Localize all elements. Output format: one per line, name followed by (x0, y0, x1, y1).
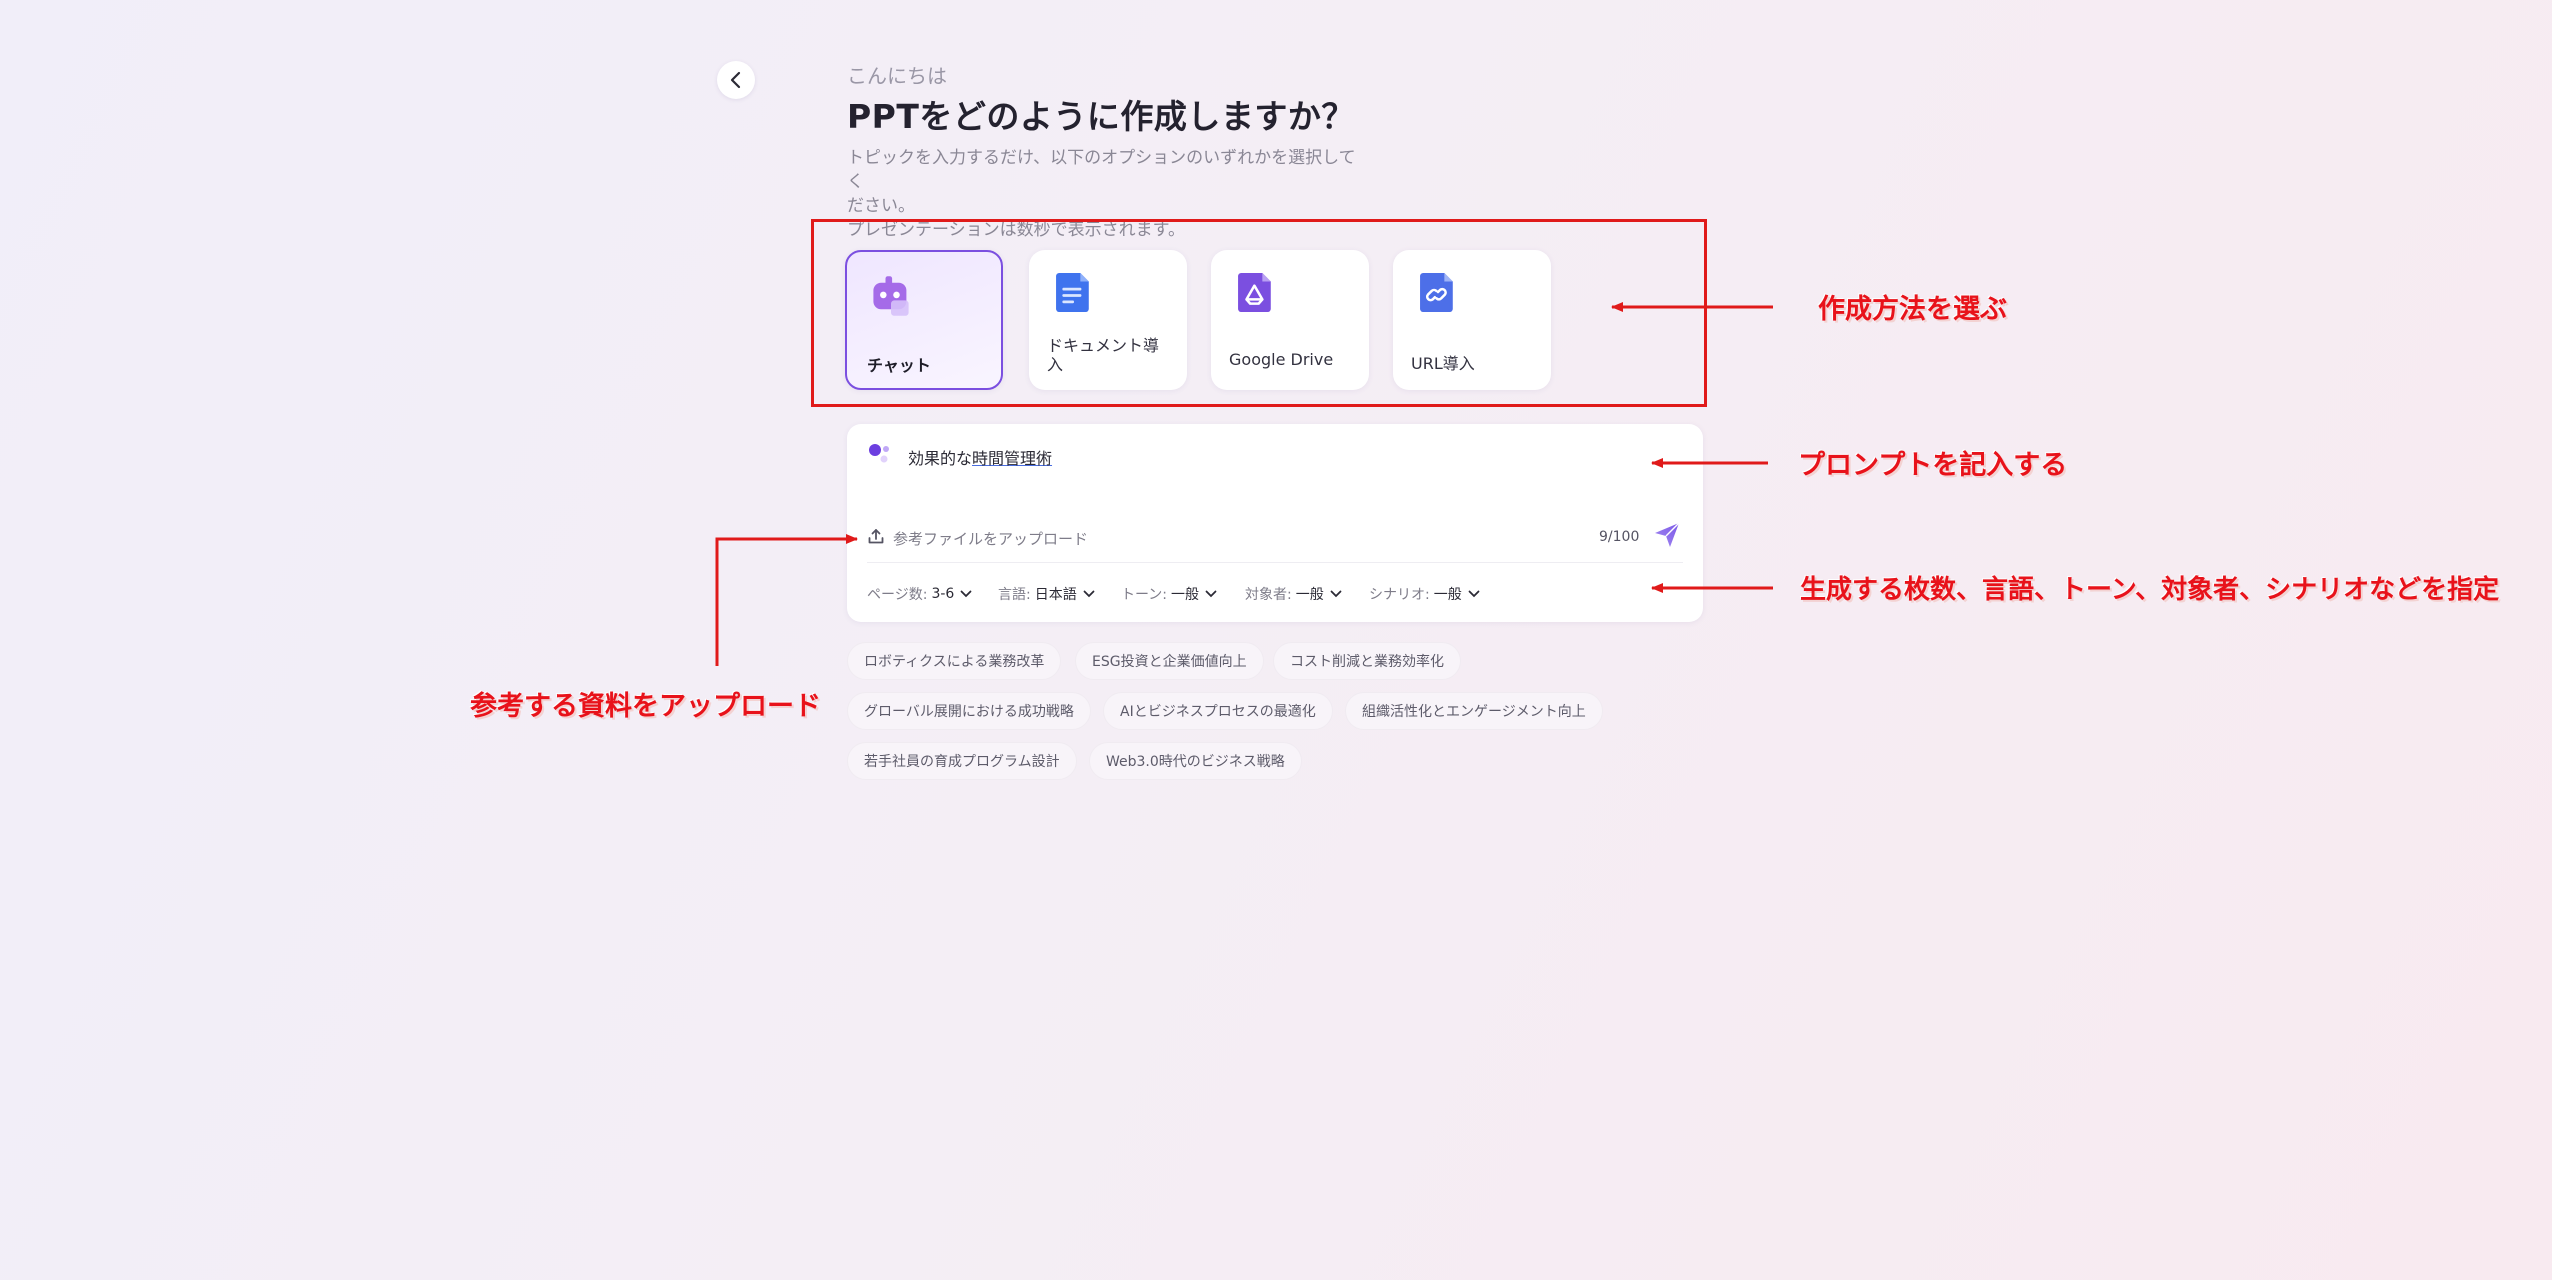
option-page-count[interactable]: ページ数: 3-6 (867, 584, 972, 604)
option-tone[interactable]: トーン: 一般 (1121, 584, 1217, 604)
suggestion-chip[interactable]: コスト削減と業務効率化 (1273, 642, 1461, 680)
suggestion-chip[interactable]: AIとビジネスプロセスの最適化 (1103, 692, 1333, 730)
option-value: 一般 (1171, 587, 1200, 603)
method-label: チャット (867, 356, 931, 375)
option-scenario[interactable]: シナリオ: 一般 (1369, 584, 1480, 604)
option-audience[interactable]: 対象者: 一般 (1245, 584, 1342, 604)
ai-sparkle-icon (869, 444, 889, 463)
annotation-highlight-box (811, 219, 1707, 407)
suggestion-chip[interactable]: Web3.0時代のビジネス戦略 (1089, 742, 1302, 780)
option-value: 3-6 (931, 586, 955, 602)
document-icon (1056, 273, 1089, 313)
method-label: URL導入 (1411, 354, 1475, 373)
option-label: トーン: (1121, 587, 1168, 603)
page-title: PPTをどのように作成しますか？ (847, 97, 1355, 136)
google-drive-icon (1238, 273, 1271, 313)
option-label: シナリオ: (1369, 587, 1430, 603)
option-value: 一般 (1433, 587, 1462, 603)
link-icon (1420, 273, 1453, 313)
suggestion-chip[interactable]: ロボティクスによる業務改革 (847, 642, 1062, 680)
back-button[interactable] (717, 61, 755, 99)
char-counter: 9/100 (1599, 529, 1640, 545)
subtitle-line: プレゼンテーションは数秒で表示されます。 (847, 220, 1185, 240)
annotation-upload: 参考する資料をアップロード (470, 691, 821, 722)
suggestion-chip[interactable]: 組織活性化とエンゲージメント向上 (1345, 692, 1603, 730)
method-card-google-drive[interactable]: Google Drive (1211, 250, 1369, 390)
option-label: 言語: (998, 587, 1031, 603)
chevron-left-icon (730, 71, 741, 89)
chevron-down-icon (1468, 590, 1480, 598)
annotation-prompt: プロンプトを記入する (1798, 450, 2068, 481)
option-label: ページ数: (867, 587, 928, 603)
chevron-down-icon (1083, 590, 1095, 598)
upload-icon[interactable] (867, 527, 885, 545)
suggestion-chip[interactable]: 若手社員の育成プログラム設計 (847, 742, 1077, 780)
prompt-input[interactable]: 効果的な時間管理術 (908, 445, 1052, 469)
annotation-options: 生成する枚数、言語、トーン、対象者、シナリオなどを指定 (1800, 575, 2500, 605)
annotation-method: 作成方法を選ぶ (1818, 294, 2007, 325)
page-subtitle: トピックを入力するだけ、以下のオプションのいずれかを選択してく ださい。 プレゼ… (847, 146, 1367, 242)
subtitle-line: ださい。 (847, 196, 915, 216)
suggestion-chip[interactable]: ESG投資と企業価値向上 (1075, 642, 1264, 680)
option-value: 一般 (1295, 587, 1324, 603)
method-label-line: 入 (1047, 355, 1064, 374)
suggestion-chip[interactable]: グローバル展開における成功戦略 (847, 692, 1091, 730)
option-label: 対象者: (1245, 587, 1292, 603)
option-language[interactable]: 言語: 日本語 (998, 584, 1095, 604)
subtitle-line: トピックを入力するだけ、以下のオプションのいずれかを選択してく (847, 148, 1356, 192)
upload-reference-file-button[interactable]: 参考ファイルをアップロード (893, 530, 1089, 548)
chevron-down-icon (1205, 590, 1217, 598)
chevron-down-icon (1330, 590, 1342, 598)
method-label: ドキュメント導 入 (1047, 336, 1175, 374)
greeting: こんにちは (847, 64, 947, 88)
prompt-text-underlined: 時間管理術 (972, 449, 1053, 468)
send-icon[interactable] (1652, 520, 1682, 550)
method-card-document[interactable]: ドキュメント導 入 (1029, 250, 1187, 390)
prompt-divider (867, 562, 1683, 563)
chevron-down-icon (960, 590, 972, 598)
method-label: Google Drive (1229, 350, 1334, 369)
robot-icon (873, 276, 909, 316)
method-card-chat[interactable]: チャット (845, 250, 1003, 390)
method-card-url[interactable]: URL導入 (1393, 250, 1551, 390)
option-value: 日本語 (1034, 587, 1077, 603)
method-label-line: ドキュメント導 (1047, 336, 1160, 355)
arrow-upload (715, 534, 858, 666)
prompt-text: 効果的な (908, 449, 973, 468)
prompt-box (847, 424, 1703, 622)
